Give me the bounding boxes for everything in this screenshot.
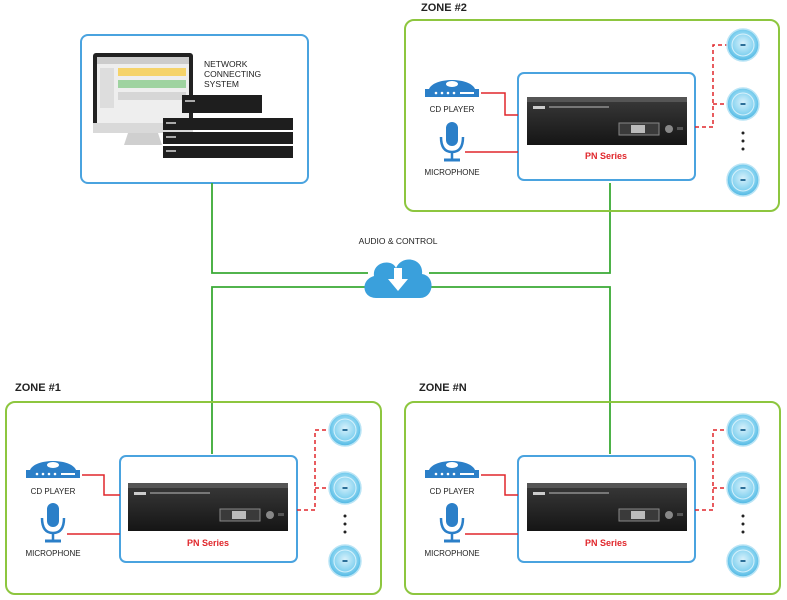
zone-2-speaker-1 (726, 28, 760, 62)
zone-n-audio-lines (465, 474, 518, 535)
zone-1-mic-label: MICROPHONE (25, 549, 80, 558)
zone-1-amplifier (127, 482, 289, 532)
zone-2-speaker-2 (726, 87, 760, 121)
zone-1-device-label: PN Series (187, 538, 229, 548)
network-lines (211, 183, 611, 454)
network-label-3: SYSTEM (204, 79, 239, 89)
zone-1-microphone-icon (40, 501, 66, 543)
zone-n-box (404, 401, 781, 595)
monitor-icon (93, 53, 193, 145)
zone-2-microphone-icon (439, 120, 465, 162)
cloud-label: AUDIO & CONTROL (359, 236, 438, 246)
rack-units-icon (163, 95, 293, 158)
zone-2-title: ZONE #2 (421, 2, 467, 14)
zone-1-audio-lines (67, 474, 120, 535)
zone-n-speaker-2 (726, 471, 760, 505)
zone-1-speaker-1 (328, 413, 362, 447)
zone-n-cd-player-icon (425, 461, 479, 478)
zone-1-title: ZONE #1 (15, 382, 61, 394)
zone-2-cd-player-icon (425, 80, 479, 97)
zone-1-cd-label: CD PLAYER (31, 487, 76, 496)
zone-2-speaker-3 (726, 163, 760, 197)
zone-n-device-label: PN Series (585, 538, 627, 548)
zone-2-audio-lines (465, 92, 518, 153)
zone-n-ellipsis (741, 514, 745, 534)
zone-n-title: ZONE #N (419, 382, 467, 394)
zone-2-ellipsis (741, 131, 745, 151)
cloud-download-icon (364, 259, 432, 298)
zone-1-speaker-lines (297, 429, 329, 511)
zone-2-speaker-lines (695, 44, 727, 128)
zone-n-speaker-lines (695, 429, 727, 511)
zone-n-speaker-1 (726, 413, 760, 447)
zone-2-amplifier (526, 96, 688, 146)
zone-2-device-label: PN Series (585, 151, 627, 161)
zone-1-speaker-2 (328, 471, 362, 505)
zone-n-mic-label: MICROPHONE (424, 549, 479, 558)
zone-n-speaker-3 (726, 544, 760, 578)
zone-n-cd-label: CD PLAYER (430, 487, 475, 496)
zone-1-ellipsis (343, 514, 347, 534)
zone-2-mic-label: MICROPHONE (424, 168, 479, 177)
zone-1-box (5, 401, 382, 595)
zone-1-speaker-3 (328, 544, 362, 578)
network-label-1: NETWORK (204, 59, 248, 69)
zone-2-cd-label: CD PLAYER (430, 105, 475, 114)
zone-n-amplifier (526, 482, 688, 532)
zone-1-cd-player-icon (26, 461, 80, 478)
zone-2-box (404, 19, 780, 212)
network-label-2: CONNECTING (204, 69, 261, 79)
zone-n-microphone-icon (439, 501, 465, 543)
